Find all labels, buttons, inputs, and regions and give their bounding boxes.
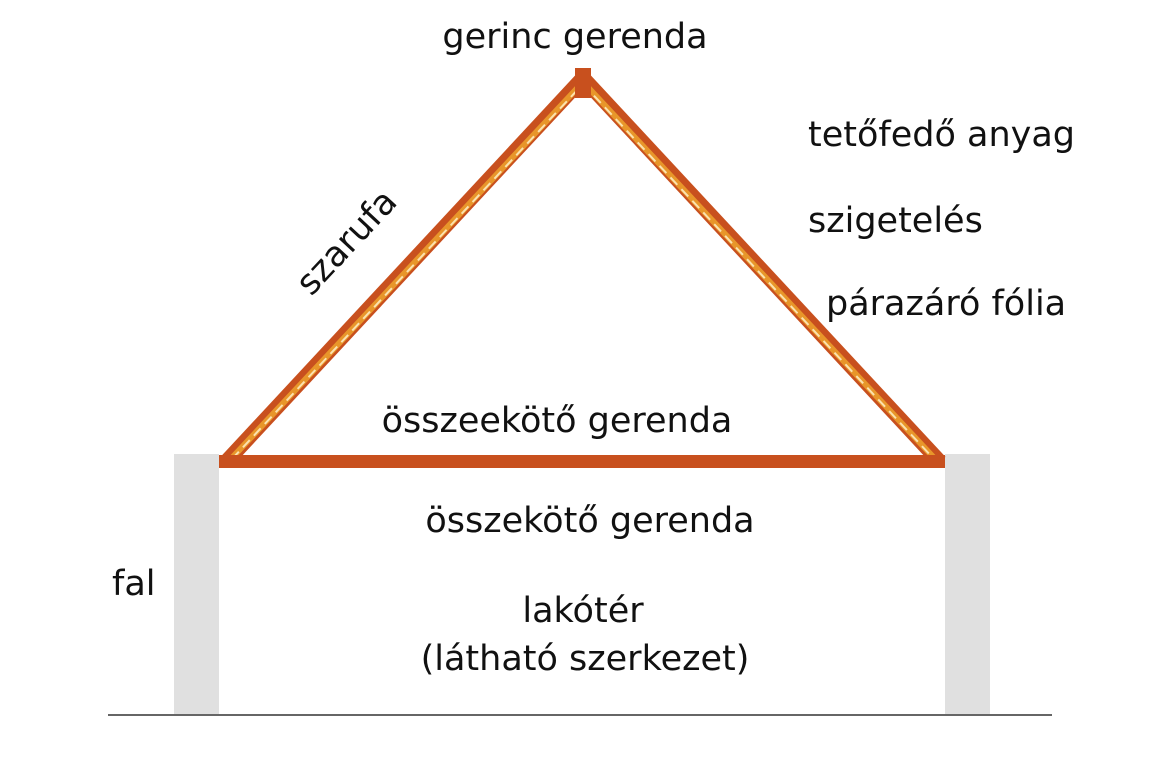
living-space-label-line2: (látható szerkezet) bbox=[421, 639, 750, 679]
collar-beam-upper-label: összeekötő gerenda bbox=[382, 401, 733, 441]
collar-beam-lower-label: összekötő gerenda bbox=[425, 501, 754, 541]
left-rafter-vapor-layer bbox=[231, 83, 584, 460]
roofing-material-label: tetőfedő anyag bbox=[808, 115, 1075, 155]
ridge-beam bbox=[575, 68, 591, 98]
right-rafter-vapor-layer bbox=[582, 83, 935, 460]
insulation-label: szigetelés bbox=[808, 201, 983, 241]
vapor-barrier-label: párazáró fólia bbox=[826, 284, 1066, 324]
wall-label: fal bbox=[112, 564, 156, 604]
right-rafter bbox=[577, 72, 946, 468]
ridge-beam-label: gerinc gerenda bbox=[442, 17, 707, 57]
tie-beam bbox=[219, 455, 945, 468]
left-rafter bbox=[220, 72, 589, 468]
right-rafter-insulation-layer bbox=[580, 79, 939, 463]
left-wall bbox=[174, 454, 219, 714]
living-space-label-line1: lakótér bbox=[522, 591, 644, 631]
right-wall bbox=[945, 454, 990, 714]
